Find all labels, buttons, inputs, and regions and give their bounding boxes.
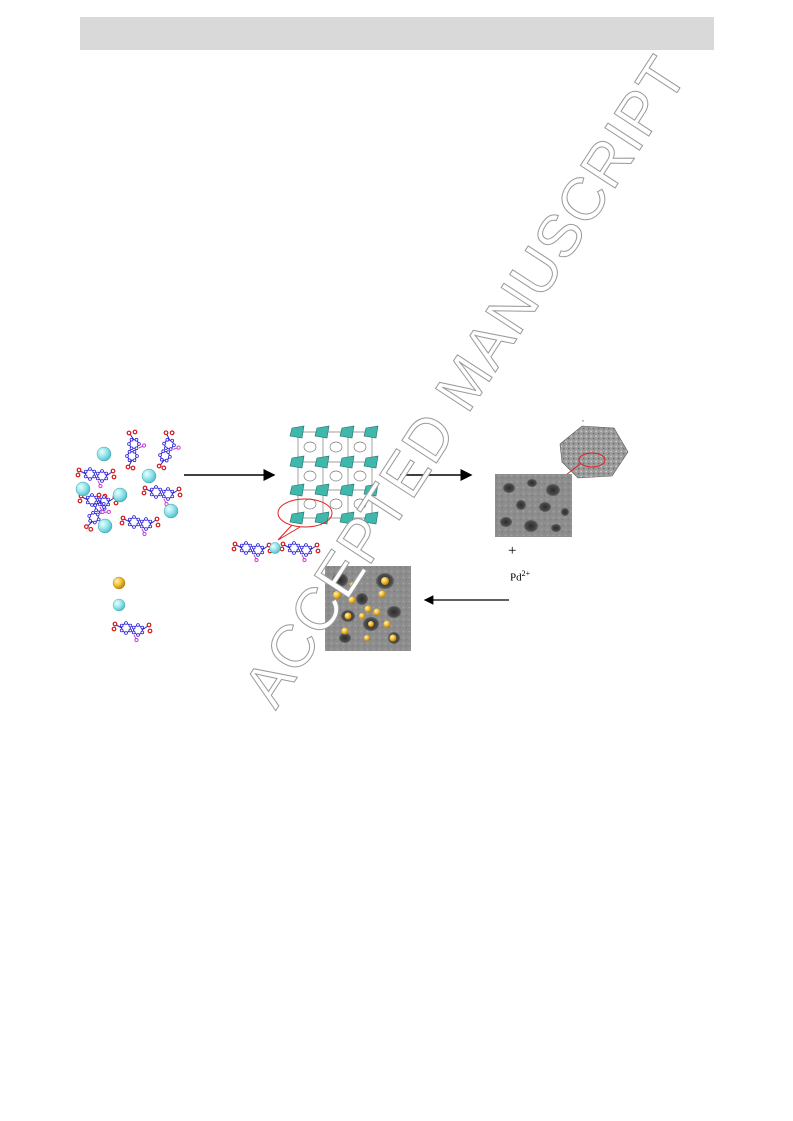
zoomed-linker-unit <box>232 542 320 562</box>
organic-ligand-icon <box>112 622 152 642</box>
pd-nanoparticle-icon <box>112 576 126 590</box>
zn-ion-sphere-icon <box>141 468 157 484</box>
highlight-ellipse <box>277 498 333 528</box>
legend <box>112 576 152 642</box>
zn-ion-sphere-icon <box>112 598 126 612</box>
tem-image-pd-loaded <box>325 566 411 651</box>
tem-image-mesoporous <box>495 474 572 537</box>
plus-sign: + <box>508 543 517 559</box>
zn-ion-sphere-icon <box>75 481 91 497</box>
precursor-mixture <box>76 429 183 535</box>
crystal-marker: , <box>582 414 584 423</box>
zn-ion-sphere-icon <box>163 503 179 519</box>
page-header-bar <box>80 17 714 50</box>
pd-charge: 2+ <box>521 569 531 578</box>
zn-ion-sphere-icon <box>96 446 112 462</box>
mof-framework <box>277 420 385 541</box>
zn-ion-sphere-icon <box>112 487 128 503</box>
zn-ion-sphere-icon <box>269 542 281 554</box>
pd-ion-label: Pd2+ <box>510 569 530 584</box>
zn-ion-sphere-icon <box>97 518 113 534</box>
pd-symbol: Pd <box>510 571 522 584</box>
pd-nanoparticle-icon <box>333 577 397 642</box>
crystal-image <box>559 425 629 479</box>
